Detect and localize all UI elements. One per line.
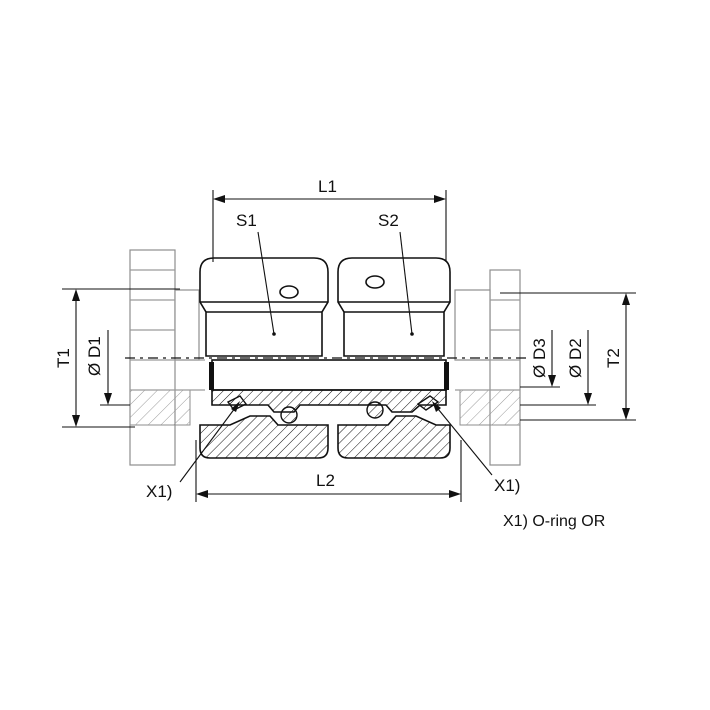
center-body-section	[211, 359, 447, 413]
l1-label: L1	[318, 177, 337, 196]
right-tube	[454, 269, 521, 466]
d1-label: Ø D1	[85, 336, 104, 376]
x1-left-callout: X1)	[146, 401, 240, 501]
t1-label: T1	[54, 348, 73, 368]
o-ring-note: X1) O-ring OR	[503, 513, 605, 530]
s2-callout: S2	[378, 211, 413, 335]
s2-label: S2	[378, 211, 399, 230]
dimension-d1: Ø D1	[85, 330, 130, 406]
dimension-l2: L2	[195, 440, 462, 502]
l2-label: L2	[316, 471, 335, 490]
seal-right	[444, 362, 449, 390]
x1-left-label: X1)	[146, 482, 172, 501]
dimension-t2: T2	[500, 292, 636, 421]
x1-right-callout: X1)	[432, 401, 520, 495]
t2-label: T2	[604, 348, 623, 368]
nut-s1	[199, 257, 329, 357]
left-tube	[129, 249, 205, 466]
dimension-l1: L1	[212, 177, 447, 262]
nut-s1-section	[199, 415, 329, 459]
s1-callout: S1	[236, 211, 275, 335]
o-rings	[226, 395, 440, 424]
seal-left	[209, 362, 214, 390]
dimension-d3: Ø D3	[520, 330, 560, 388]
dimension-d2: Ø D2	[520, 330, 596, 406]
d2-label: Ø D2	[566, 338, 585, 378]
d3-label: Ø D3	[530, 338, 549, 378]
s1-label: S1	[236, 211, 257, 230]
nut-s2-section	[337, 415, 451, 459]
x1-right-label: X1)	[494, 476, 520, 495]
dimension-t1: T1	[54, 288, 180, 428]
nut-s2	[337, 257, 451, 357]
